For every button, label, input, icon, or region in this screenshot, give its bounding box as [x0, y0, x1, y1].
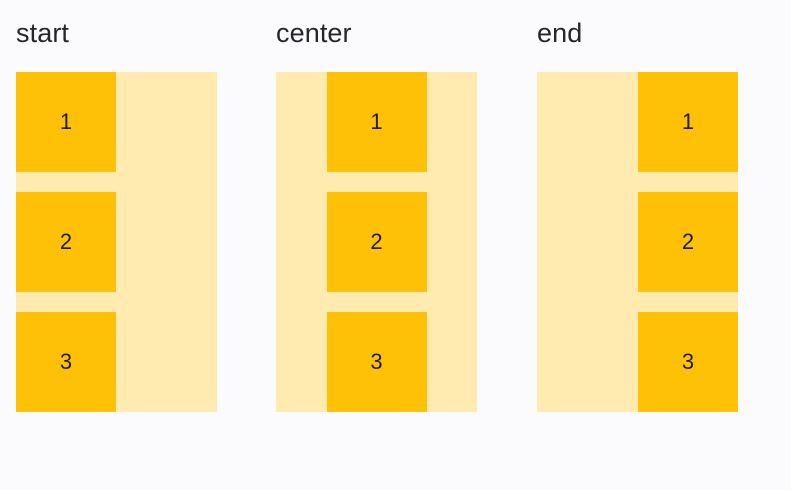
flex-item: 1	[16, 72, 116, 172]
flex-item: 3	[16, 312, 116, 412]
flex-item: 1	[638, 72, 738, 172]
flex-item: 1	[326, 72, 427, 172]
panel-label-end: end	[537, 18, 583, 48]
flex-item-label: 3	[370, 349, 383, 374]
flex-item-label: 2	[59, 229, 73, 254]
flex-container-start: 1 2 3	[16, 72, 217, 412]
flex-container-center: 1 2 3	[276, 72, 477, 412]
flex-item: 3	[638, 312, 738, 412]
panel-label-start: start	[16, 18, 70, 48]
flex-item-label: 3	[59, 349, 73, 374]
flex-item-label: 2	[370, 229, 383, 254]
flex-container-end: 1 2 3	[537, 72, 738, 412]
demo-panel-start: start 1 2 3	[16, 0, 257, 490]
flex-item-label: 1	[59, 109, 73, 134]
panel-label-center: center	[276, 18, 352, 48]
flex-item-label: 3	[681, 349, 695, 374]
flex-item-label: 2	[681, 229, 695, 254]
demo-panel-end: end 1 2 3	[537, 0, 778, 490]
flex-item: 3	[326, 312, 427, 412]
flex-item-label: 1	[370, 109, 383, 134]
flex-item-label: 1	[681, 109, 695, 134]
flex-item: 2	[326, 192, 427, 292]
flex-item: 2	[638, 192, 738, 292]
demo-panel-center: center 1 2 3	[276, 0, 517, 490]
flex-item: 2	[16, 192, 116, 292]
